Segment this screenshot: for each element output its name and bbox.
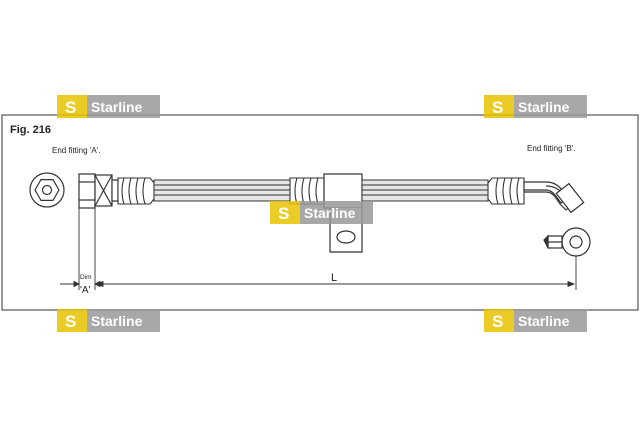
starline-watermark-center: S Starline bbox=[270, 201, 373, 224]
end-fitting-a-label: End fitting 'A'. bbox=[52, 146, 100, 155]
svg-text:Starline: Starline bbox=[518, 99, 570, 115]
hose-section-1 bbox=[153, 179, 291, 202]
svg-text:S: S bbox=[492, 98, 503, 117]
svg-text:Starline: Starline bbox=[304, 205, 356, 221]
end-fitting-b-label: End fitting 'B'. bbox=[527, 144, 575, 153]
dim-a-label-top: Dim bbox=[80, 274, 92, 281]
length-dimension bbox=[95, 280, 576, 288]
dim-a-label-bottom: 'A' bbox=[80, 285, 91, 296]
svg-text:S: S bbox=[65, 312, 76, 331]
svg-text:S: S bbox=[278, 204, 289, 223]
svg-text:S: S bbox=[65, 98, 76, 117]
svg-text:Starline: Starline bbox=[518, 313, 570, 329]
starline-watermark-top-left: S Starline bbox=[57, 95, 160, 118]
starline-watermark-top-right: S Starline bbox=[484, 95, 587, 118]
end-fitting-b-bent-tube bbox=[523, 181, 585, 214]
center-ferrule bbox=[289, 177, 325, 205]
crimp-ferrule-b bbox=[487, 177, 525, 205]
end-fitting-a-body bbox=[78, 173, 119, 209]
diagram-frame bbox=[1, 114, 639, 311]
starline-watermark-bottom-left: S Starline bbox=[57, 309, 160, 332]
length-label: L bbox=[331, 272, 337, 284]
dimension-extension-lines bbox=[78, 208, 577, 290]
svg-text:Starline: Starline bbox=[91, 313, 143, 329]
end-fitting-b-banjo-view bbox=[543, 227, 591, 257]
starline-watermark-bottom-right: S Starline bbox=[484, 309, 587, 332]
svg-text:Starline: Starline bbox=[91, 99, 143, 115]
hose-section-2 bbox=[361, 179, 489, 202]
crimp-ferrule-a bbox=[117, 177, 155, 205]
svg-text:S: S bbox=[492, 312, 503, 331]
end-fitting-a-hex-view bbox=[29, 172, 65, 208]
figure-label: Fig. 216 bbox=[10, 124, 51, 136]
